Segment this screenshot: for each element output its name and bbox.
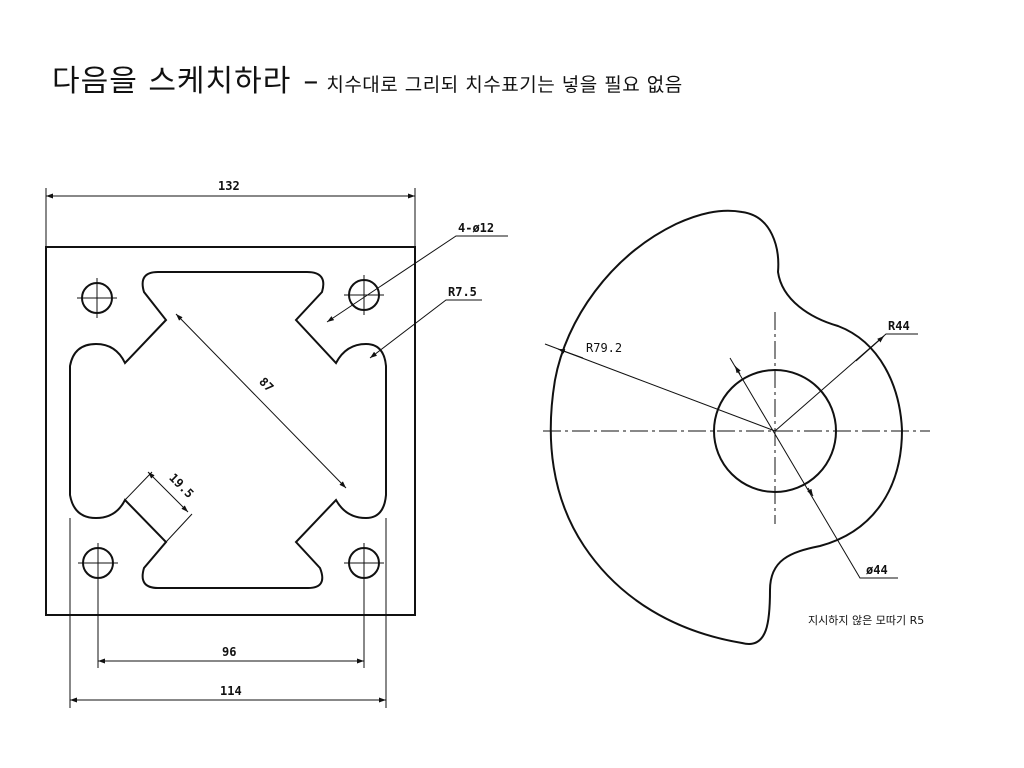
leader-holes <box>326 235 508 323</box>
dim-line-87 <box>175 313 347 489</box>
plate-dimension-labels: 132 4-ø12 R7.5 87 19.5 96 114 <box>166 179 494 698</box>
title-subtitle: 치수대로 그리되 치수표기는 넣을 필요 없음 <box>326 74 683 96</box>
leader-r44 <box>774 333 918 432</box>
label-132: 132 <box>218 179 240 193</box>
label-87: 87 <box>256 375 276 395</box>
label-96: 96 <box>222 645 236 659</box>
page-title: 다음을 스케치하라–치수대로 그리되 치수표기는 넣을 필요 없음 <box>52 56 683 100</box>
cam-dimension-labels: R79.2 R44 ø44 지시하지 않은 모따기 R5 <box>586 319 924 627</box>
title-main: 다음을 스케치하라 <box>52 64 292 99</box>
cam-outline <box>549 209 904 646</box>
cam-drawing <box>549 209 904 646</box>
plate-drawing <box>45 246 416 616</box>
cam-dimensions <box>544 333 918 579</box>
label-r79-2: R79.2 <box>586 341 622 355</box>
inner-cutout <box>69 271 387 589</box>
title-dash: – <box>303 64 319 99</box>
dim-line-19-5 <box>147 471 189 513</box>
cam-centerlines <box>543 312 930 524</box>
plate-dimensions <box>45 188 508 708</box>
label-114: 114 <box>220 684 242 698</box>
mounting-holes <box>81 279 380 579</box>
label-r7-5: R7.5 <box>448 285 477 299</box>
hole-centerlines <box>77 275 384 583</box>
label-19-5: 19.5 <box>166 471 196 501</box>
leader-bore <box>729 357 898 579</box>
label-r44: R44 <box>888 319 910 333</box>
chamfer-note: 지시하지 않은 모따기 R5 <box>808 613 924 627</box>
label-holes: 4-ø12 <box>458 221 494 235</box>
leader-radius <box>369 299 482 359</box>
dim-line-r79-2 <box>544 343 776 432</box>
label-bore: ø44 <box>866 563 888 577</box>
plate-outline <box>45 246 416 616</box>
